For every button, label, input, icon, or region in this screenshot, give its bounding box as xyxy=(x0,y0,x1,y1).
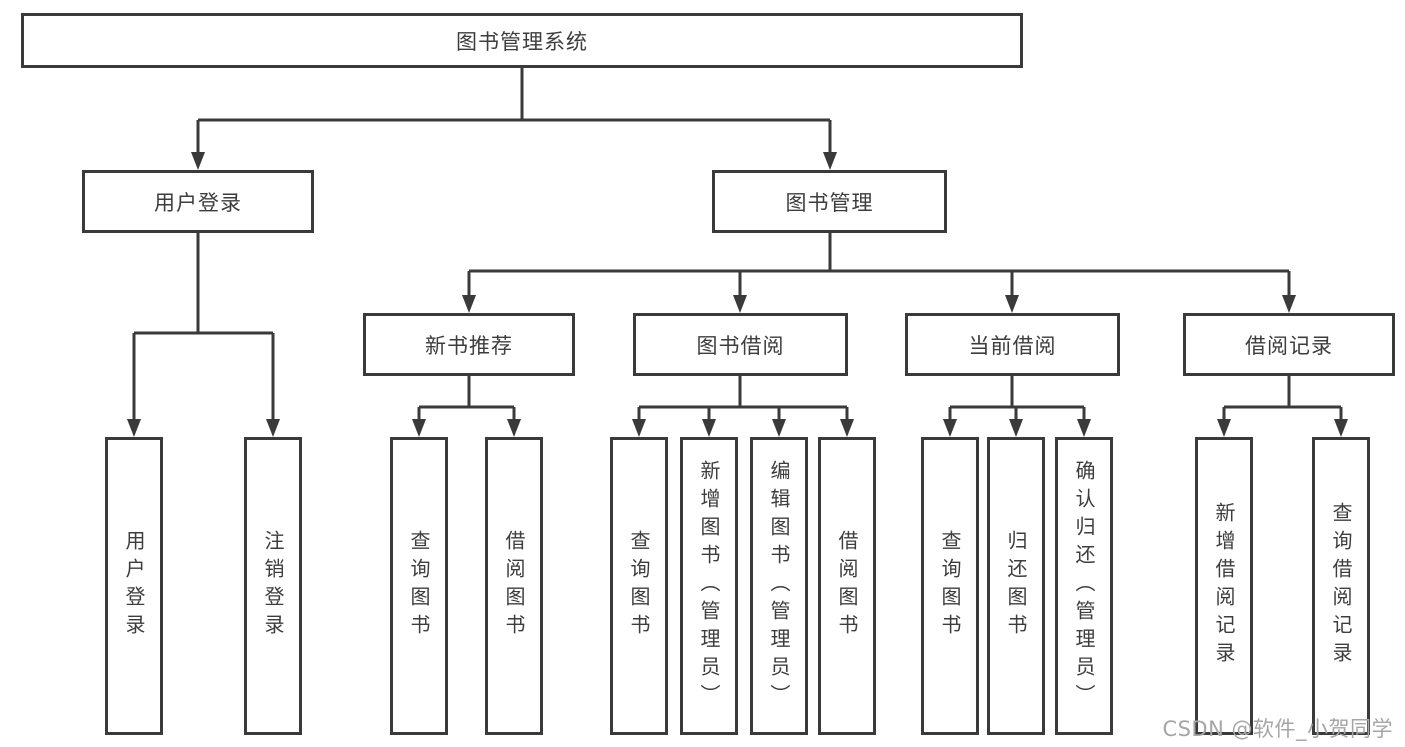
leaf-add-book-admin: 新增图书（管理员） xyxy=(680,437,738,735)
leaf-edit-book-admin: 编辑图书（管理员） xyxy=(750,437,808,735)
leaf-query-book-1: 查询图书 xyxy=(390,437,448,735)
leaf-user-login: 用户登录 xyxy=(105,437,163,735)
leaf-query-borrow-record: 查询借阅记录 xyxy=(1312,437,1370,735)
leaf-borrow-book-1: 借阅图书 xyxy=(485,437,543,735)
node-user-login: 用户登录 xyxy=(82,170,314,233)
node-library-system: 图书管理系统 xyxy=(21,13,1023,68)
leaf-confirm-return-admin: 确认归还（管理员） xyxy=(1055,437,1113,735)
node-borrow-record: 借阅记录 xyxy=(1183,313,1395,376)
leaf-logout: 注销登录 xyxy=(244,437,302,735)
leaf-query-book-3: 查询图书 xyxy=(921,437,979,735)
leaf-query-book-2: 查询图书 xyxy=(610,437,668,735)
arrowheads xyxy=(127,152,1348,437)
leaf-add-borrow-record: 新增借阅记录 xyxy=(1195,437,1253,735)
node-current-borrow: 当前借阅 xyxy=(905,313,1120,376)
node-new-book-recommend: 新书推荐 xyxy=(363,313,575,376)
node-book-borrow: 图书借阅 xyxy=(633,313,848,376)
csdn-watermark: CSDN @软件_小贺同学 xyxy=(1162,717,1393,741)
node-book-management: 图书管理 xyxy=(712,170,947,233)
leaf-borrow-book-2: 借阅图书 xyxy=(818,437,876,735)
leaf-return-book: 归还图书 xyxy=(987,437,1045,735)
